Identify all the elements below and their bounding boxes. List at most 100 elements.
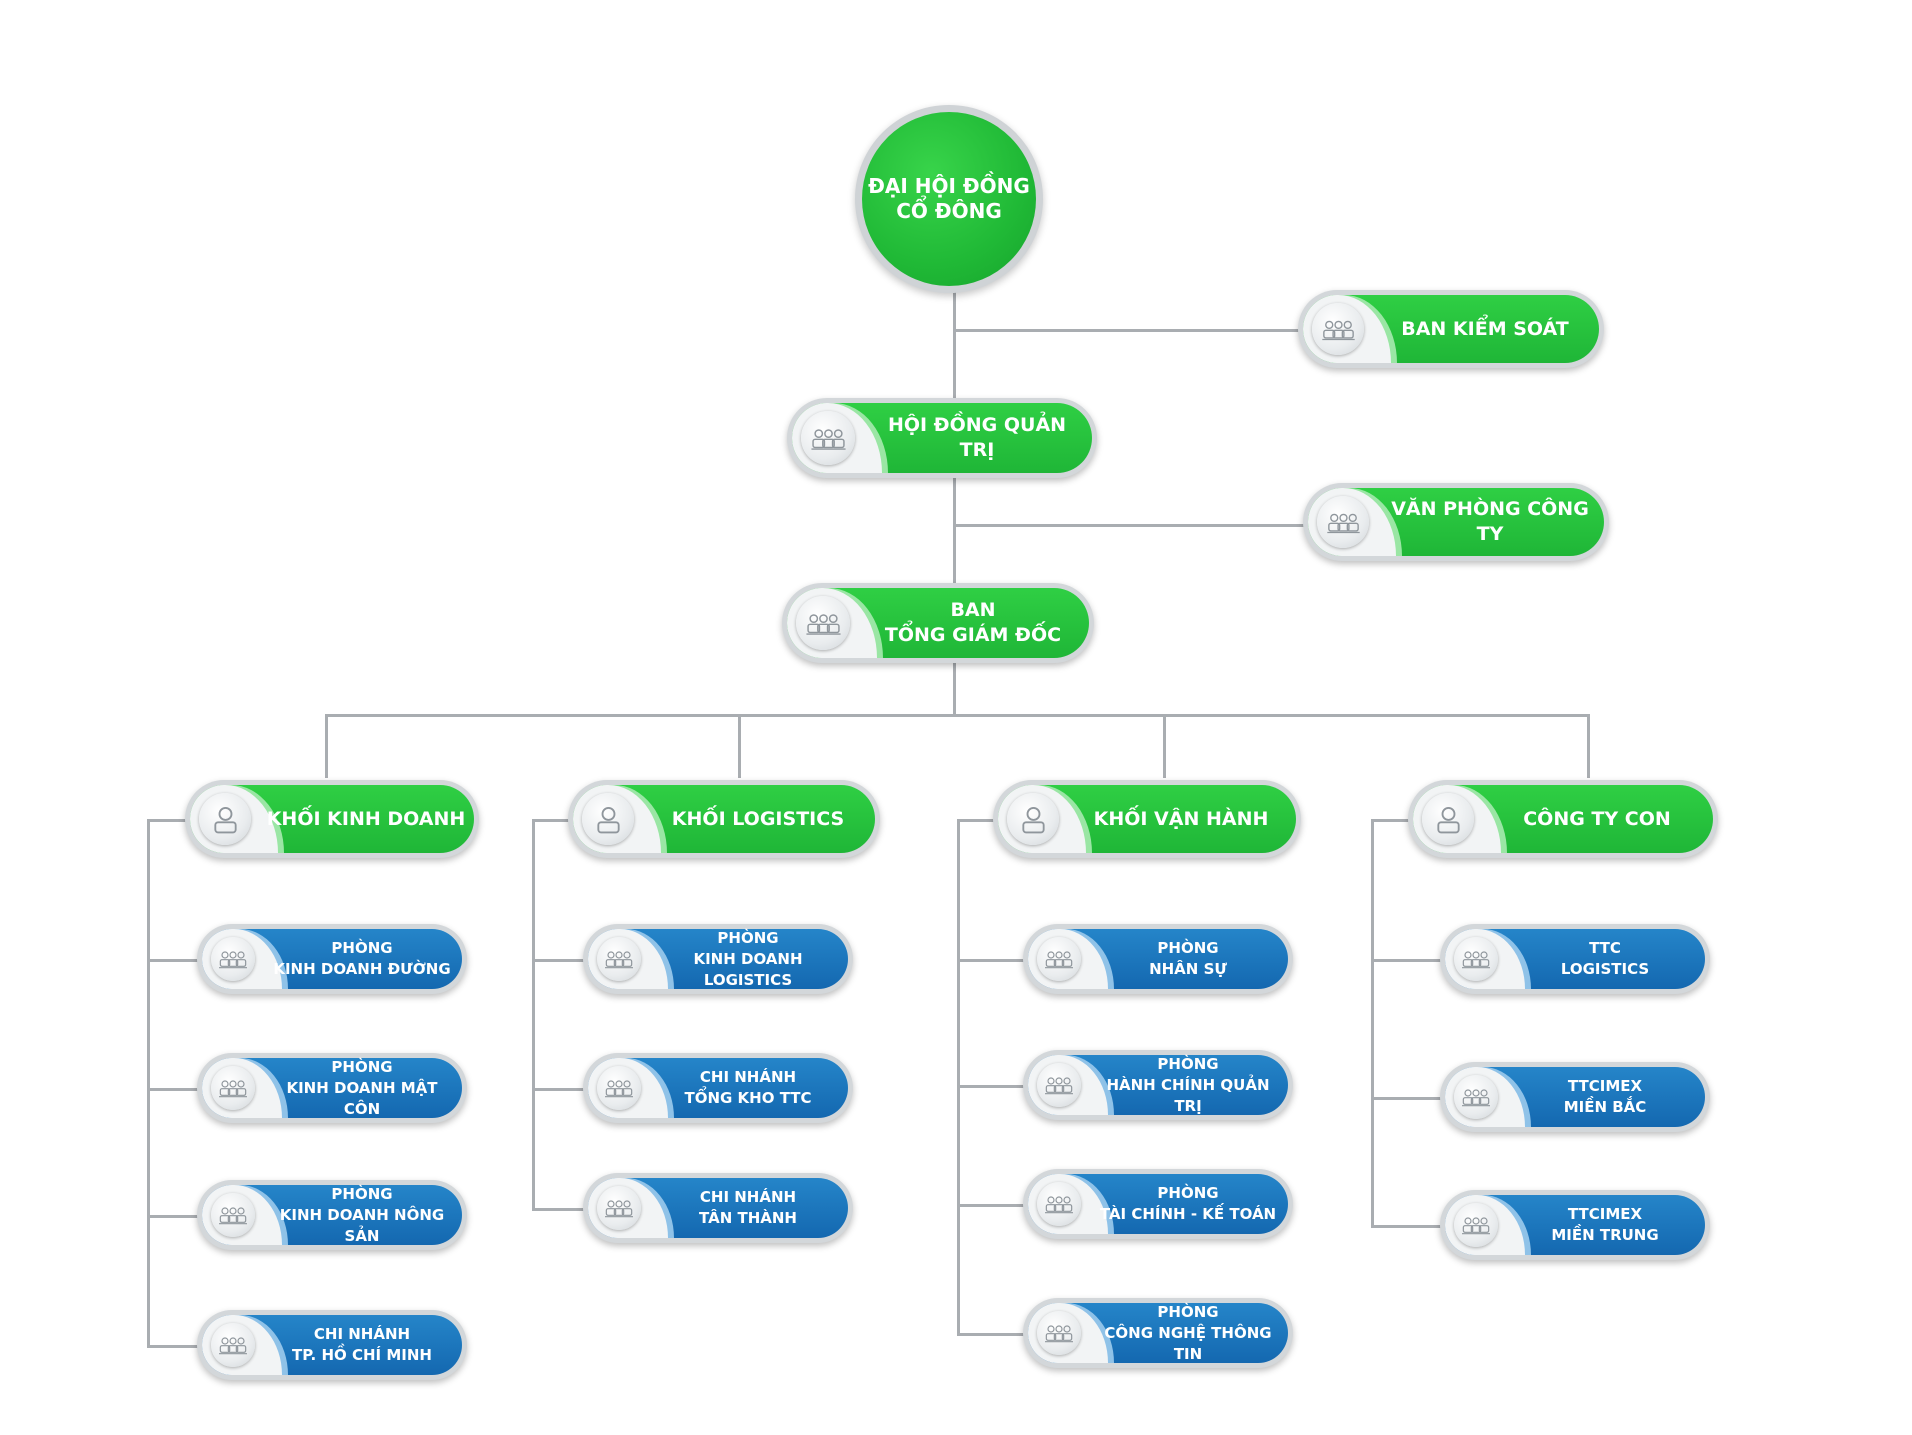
division-2-unit: CHI NHÁNH TỔNG KHO TTC <box>583 1053 853 1123</box>
division-3-unit-label: PHÒNG TÀI CHÍNH - KẾ TOÁN <box>1099 1184 1277 1223</box>
hoi-dong-quan-tri-node-label: HỘI ĐỒNG QUẢN TRỊ <box>887 414 1067 461</box>
connector-line <box>147 1215 201 1218</box>
hoi-dong-quan-tri-node: HỘI ĐỒNG QUẢN TRỊ <box>787 398 1097 478</box>
division-3-unit: PHÒNG CÔNG NGHỆ THÔNG TIN <box>1023 1298 1293 1368</box>
connector-line <box>147 1345 201 1348</box>
division-1-unit-label: PHÒNG KINH DOANH MẬT CÔN <box>286 1057 438 1118</box>
connector-line <box>1371 819 1412 822</box>
division-2-header-label: KHỐI LOGISTICS <box>671 807 845 830</box>
ban-tong-giam-doc-node-label: BAN TỔNG GIÁM ĐỐC <box>884 599 1062 646</box>
connector-line <box>1371 959 1444 962</box>
division-2-unit: PHÒNG KINH DOANH LOGISTICS <box>583 924 853 994</box>
division-4-header-label: CÔNG TY CON <box>1523 807 1671 830</box>
group-icon <box>211 1193 255 1237</box>
connector-line <box>1371 819 1374 1227</box>
division-1-unit: CHI NHÁNH TP. HỒ CHÍ MINH <box>197 1310 467 1380</box>
connector-line <box>957 819 960 1335</box>
division-3-unit: PHÒNG TÀI CHÍNH - KẾ TOÁN <box>1023 1169 1293 1239</box>
connector-line <box>325 714 1590 717</box>
group-icon <box>1454 937 1498 981</box>
division-1-unit: PHÒNG KINH DOANH MẬT CÔN <box>197 1053 467 1123</box>
person-icon <box>1007 793 1059 845</box>
connector-line <box>1587 714 1590 778</box>
van-phong-cong-ty-node-label: VĂN PHÒNG CÔNG TY <box>1391 498 1589 545</box>
connector-line <box>532 1088 587 1091</box>
ban-kiem-soat-node: BAN KIỂM SOÁT <box>1298 290 1604 368</box>
group-icon <box>211 1323 255 1367</box>
division-4-unit: TTCIMEX MIỀN BẮC <box>1440 1062 1710 1132</box>
connector-line <box>147 959 201 962</box>
connector-line <box>532 819 572 822</box>
connector-line <box>957 1204 1027 1207</box>
group-icon <box>1037 1063 1081 1107</box>
division-4-unit-label: TTCIMEX MIỀN TRUNG <box>1551 1205 1659 1244</box>
ban-kiem-soat-node-label: BAN KIỂM SOÁT <box>1401 317 1569 340</box>
connector-line <box>1371 1097 1444 1100</box>
division-4-header: CÔNG TY CON <box>1408 780 1718 858</box>
division-4-unit: TTCIMEX MIỀN TRUNG <box>1440 1190 1710 1260</box>
division-2-unit-label: CHI NHÁNH TÂN THÀNH <box>699 1188 797 1227</box>
division-4-unit-label: TTCIMEX MIỀN BẮC <box>1563 1077 1647 1116</box>
group-icon <box>1454 1075 1498 1119</box>
connector-line <box>953 524 1311 527</box>
connector-line <box>147 819 189 822</box>
division-3-unit-label: PHÒNG CÔNG NGHỆ THÔNG TIN <box>1104 1302 1272 1363</box>
group-icon <box>801 411 855 465</box>
connector-line <box>532 1208 587 1211</box>
group-icon <box>1317 496 1369 548</box>
division-2-unit: CHI NHÁNH TÂN THÀNH <box>583 1173 853 1243</box>
group-icon <box>211 1066 255 1110</box>
division-2-header: KHỐI LOGISTICS <box>568 780 880 858</box>
division-3-unit: PHÒNG HÀNH CHÍNH QUẢN TRỊ <box>1023 1050 1293 1120</box>
connector-line <box>1163 714 1166 778</box>
connector-line <box>957 1085 1027 1088</box>
van-phong-cong-ty-node: VĂN PHÒNG CÔNG TY <box>1303 483 1609 561</box>
group-icon <box>1037 1182 1081 1226</box>
group-icon <box>1037 1311 1081 1355</box>
person-icon <box>582 793 634 845</box>
division-2-unit-label: CHI NHÁNH TỔNG KHO TTC <box>684 1068 812 1107</box>
division-1-unit-label: CHI NHÁNH TP. HỒ CHÍ MINH <box>292 1325 432 1364</box>
connector-line <box>1371 1225 1444 1228</box>
division-1-unit-label: PHÒNG KINH DOANH ĐƯỜNG <box>273 939 451 978</box>
connector-line <box>147 1088 201 1091</box>
connector-line <box>957 1333 1027 1336</box>
group-icon <box>1312 303 1364 355</box>
division-1-header: KHỐI KINH DOANH <box>185 780 479 858</box>
connector-line <box>957 959 1027 962</box>
connector-line <box>532 819 535 1210</box>
connector-line <box>325 714 328 778</box>
person-icon <box>199 793 251 845</box>
group-icon <box>1037 937 1081 981</box>
connector-line <box>953 329 1308 332</box>
division-1-unit: PHÒNG KINH DOANH NÔNG SẢN <box>197 1180 467 1250</box>
division-1-unit-label: PHÒNG KINH DOANH NÔNG SẢN <box>279 1184 445 1245</box>
division-3-unit: PHÒNG NHÂN SỰ <box>1023 924 1293 994</box>
group-icon <box>211 937 255 981</box>
division-3-header-label: KHỐI VẬN HÀNH <box>1093 807 1269 830</box>
division-1-header-label: KHỐI KINH DOANH <box>266 807 466 830</box>
group-icon <box>796 596 850 650</box>
shareholders-meeting-node: ĐẠI HỘI ĐỒNG CỔ ĐÔNG <box>855 105 1043 293</box>
connector-line <box>147 819 150 1347</box>
person-icon <box>1422 793 1474 845</box>
division-4-unit: TTC LOGISTICS <box>1440 924 1710 994</box>
connector-line <box>532 959 587 962</box>
shareholders-meeting-label: ĐẠI HỘI ĐỒNG CỔ ĐÔNG <box>868 174 1030 223</box>
group-icon <box>597 937 641 981</box>
connector-line <box>953 660 956 716</box>
division-3-header: KHỐI VẬN HÀNH <box>993 780 1301 858</box>
connector-line <box>953 290 956 678</box>
connector-line <box>738 714 741 778</box>
division-4-unit-label: TTC LOGISTICS <box>1560 939 1650 978</box>
division-3-unit-label: PHÒNG NHÂN SỰ <box>1149 939 1227 978</box>
division-3-unit-label: PHÒNG HÀNH CHÍNH QUẢN TRỊ <box>1106 1054 1270 1115</box>
group-icon <box>1454 1203 1498 1247</box>
connector-line <box>957 819 997 822</box>
ban-tong-giam-doc-node: BAN TỔNG GIÁM ĐỐC <box>782 583 1094 663</box>
division-1-unit: PHÒNG KINH DOANH ĐƯỜNG <box>197 924 467 994</box>
group-icon <box>597 1066 641 1110</box>
division-2-unit-label: PHÒNG KINH DOANH LOGISTICS <box>693 928 803 989</box>
group-icon <box>597 1186 641 1230</box>
